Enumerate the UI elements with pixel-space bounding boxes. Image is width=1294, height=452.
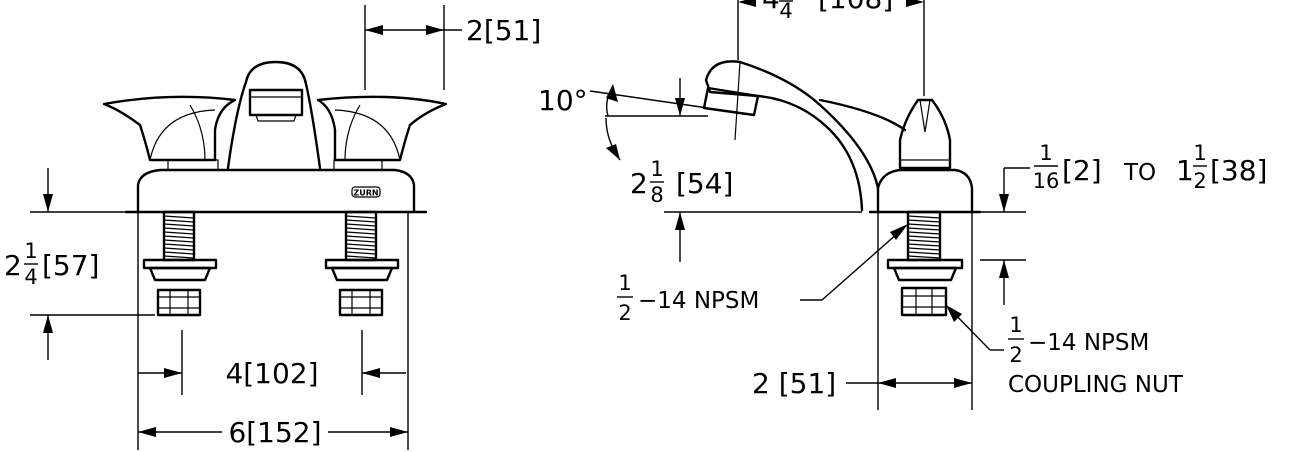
shank-side <box>886 210 964 317</box>
thread-line <box>907 251 941 255</box>
thread-line <box>907 223 941 227</box>
thread-line <box>345 219 377 223</box>
thread-line <box>163 223 195 227</box>
thread-line <box>345 255 377 259</box>
thread-line <box>163 219 195 223</box>
dim-center-spacing: 4[102] <box>138 330 406 395</box>
thread-line <box>163 215 195 219</box>
dim-top-spacing-label: 2[51] <box>466 14 541 47</box>
right-shank <box>324 210 400 317</box>
thread-line <box>163 251 195 255</box>
thread-line <box>345 239 377 243</box>
dim-reach-metric: [108] <box>818 0 893 15</box>
thread-line <box>907 243 941 247</box>
dim-angle-label: 10° <box>538 84 588 117</box>
dim-base-width-label: 2 [51] <box>752 367 836 400</box>
dim-reach-whole: 4 <box>762 0 780 15</box>
svg-text:1: 1 <box>1039 141 1052 165</box>
dim-top-spacing: 2[51] <box>364 5 541 90</box>
thread-line <box>345 227 377 231</box>
dim-height-metric: [57] <box>42 249 99 282</box>
thread-line <box>907 255 941 259</box>
thread-line <box>907 219 941 223</box>
left-shank <box>142 210 218 317</box>
dim-height-whole: 2 <box>4 249 22 282</box>
thread-line <box>907 231 941 235</box>
svg-text:1: 1 <box>1009 313 1022 337</box>
svg-text:16: 16 <box>1033 169 1060 193</box>
faucet-body-front <box>124 159 428 214</box>
brand-logo: ZURN <box>351 186 381 198</box>
dim-deck-max-whole: 1 <box>1176 154 1194 187</box>
dim-angle: 10° <box>538 84 709 161</box>
thread-line <box>345 235 377 239</box>
left-handle <box>102 95 237 162</box>
dim-overall-width: 6[152] <box>137 212 409 450</box>
spout-front <box>226 60 322 170</box>
thread-line <box>345 251 377 255</box>
thread-line <box>163 231 195 235</box>
thread-line <box>163 243 195 247</box>
handle-side <box>898 98 952 170</box>
thread-line <box>907 215 941 219</box>
side-view: 4 4 [108] 10° 2 1 8 [54] <box>538 0 1267 410</box>
dim-spout-height: 2 1 8 [54] <box>630 78 862 262</box>
svg-text:2: 2 <box>618 301 631 325</box>
dim-base-width: 2 [51] <box>752 212 973 410</box>
thread-line <box>345 231 377 235</box>
thread-line <box>163 247 195 251</box>
shank-thread-right <box>345 215 377 259</box>
svg-text:2: 2 <box>1009 343 1022 367</box>
thread-line <box>163 255 195 259</box>
spout-side <box>702 60 907 212</box>
thread-line <box>907 247 941 251</box>
callout-coupling-nut: 1 2 −14 NPSM COUPLING NUT <box>945 304 1184 398</box>
dim-center-spacing-label: 4[102] <box>225 357 318 390</box>
front-view: ZURN <box>4 5 541 450</box>
dim-deck-thickness: 1 16 [2] TO 1 1 2 [38] <box>980 141 1267 305</box>
thread-line <box>345 247 377 251</box>
thread-line <box>345 215 377 219</box>
svg-text:4: 4 <box>24 265 37 289</box>
thread-line <box>163 239 195 243</box>
callout-thread: 1 2 −14 NPSM <box>617 224 908 325</box>
dim-spout-height-metric: [54] <box>676 167 733 200</box>
svg-text:1: 1 <box>24 239 37 263</box>
dim-deck-min-metric: [2] <box>1062 154 1102 187</box>
svg-text:1: 1 <box>1193 141 1206 165</box>
callout-nut-label: COUPLING NUT <box>1008 372 1184 398</box>
svg-text:4: 4 <box>779 0 792 23</box>
dim-deck-max-metric: [38] <box>1210 154 1267 187</box>
thread-line <box>163 227 195 231</box>
shank-thread-side <box>907 215 941 259</box>
svg-text:2: 2 <box>1193 169 1206 193</box>
svg-text:ZURN: ZURN <box>353 189 378 198</box>
dim-reach: 4 4 [108] <box>737 0 925 96</box>
thread-line <box>907 227 941 231</box>
callout-nut-spec: −14 NPSM <box>1028 330 1149 356</box>
callout-thread-spec: −14 NPSM <box>638 288 759 314</box>
svg-text:1: 1 <box>618 271 631 295</box>
shank-thread-left <box>163 215 195 259</box>
dim-spout-height-whole: 2 <box>630 167 648 200</box>
thread-line <box>345 223 377 227</box>
faucet-body-side <box>868 168 982 214</box>
svg-text:1: 1 <box>650 157 663 181</box>
thread-line <box>345 243 377 247</box>
thread-line <box>163 235 195 239</box>
right-handle <box>316 95 448 162</box>
dim-deck-to: TO <box>1123 160 1156 186</box>
thread-line <box>907 239 941 243</box>
thread-line <box>907 235 941 239</box>
svg-text:8: 8 <box>650 183 663 207</box>
dim-overall-width-label: 6[152] <box>228 416 321 449</box>
dim-height: 2 1 4 [57] <box>4 168 155 360</box>
